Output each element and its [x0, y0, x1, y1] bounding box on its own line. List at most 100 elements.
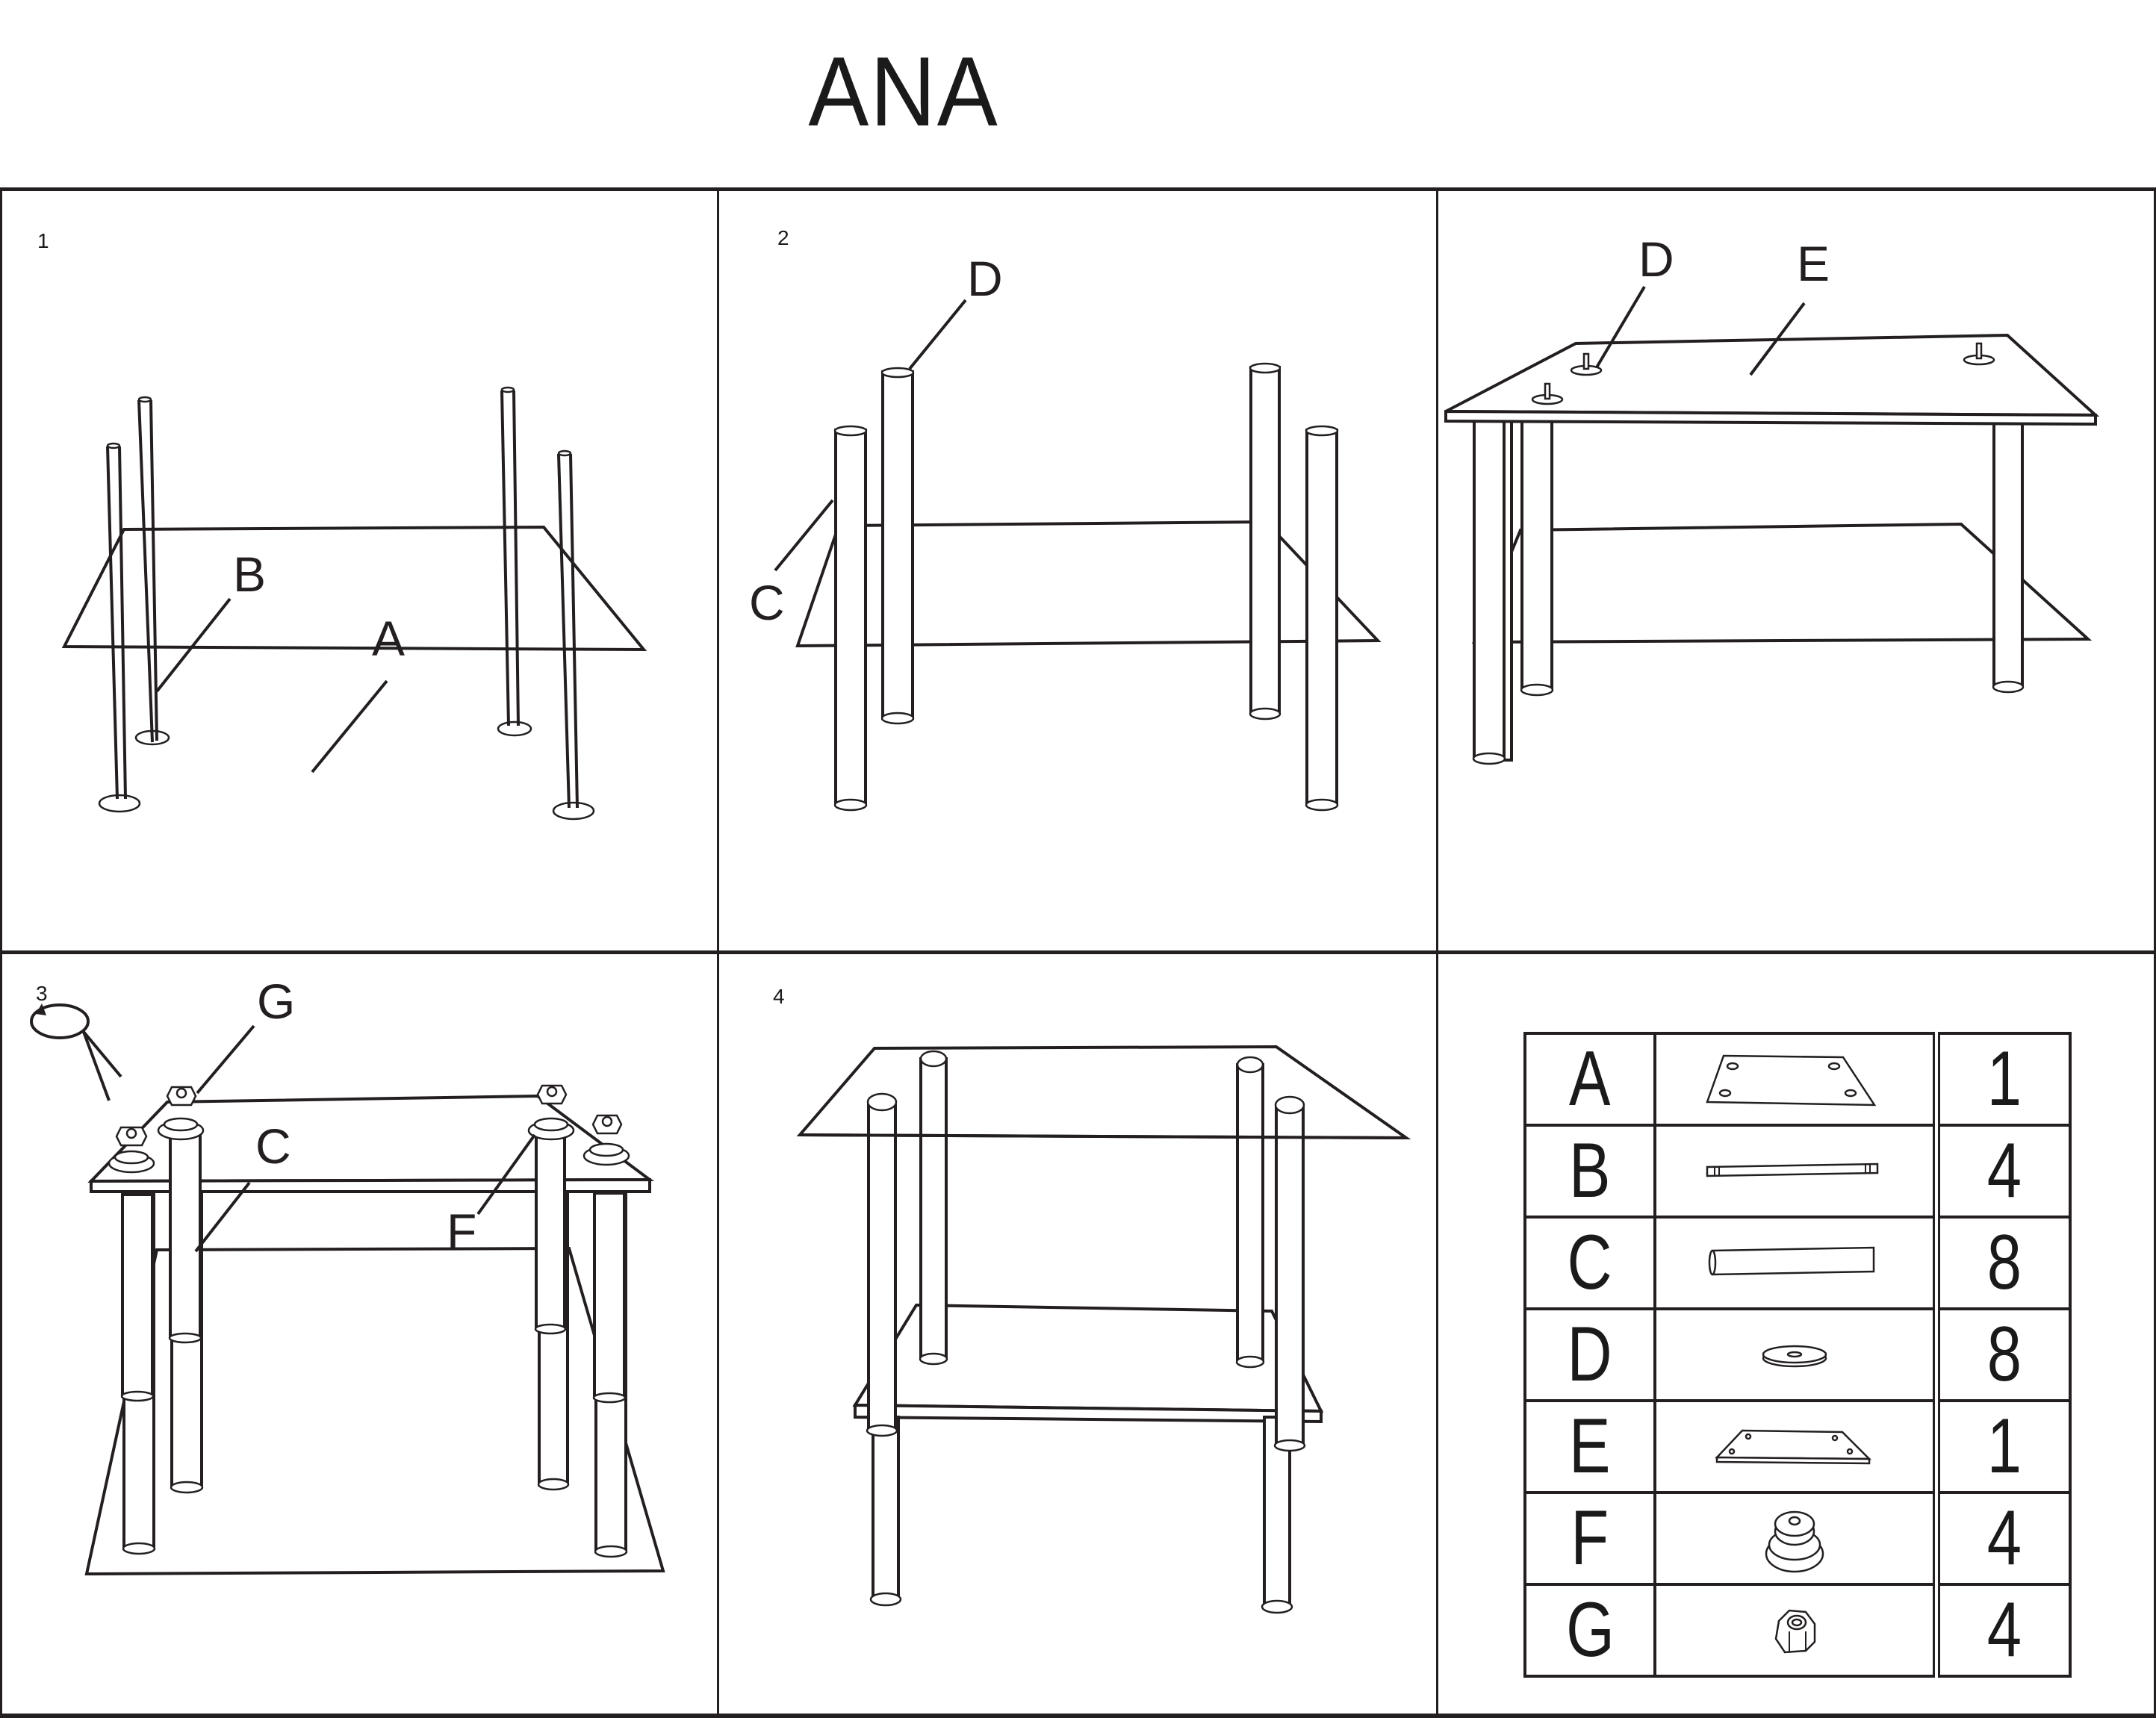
part-letter: G	[1523, 1583, 1656, 1678]
callout-label-f: F	[447, 1204, 476, 1259]
callout-leader-g	[196, 1024, 255, 1095]
step-1-illustration: B A	[61, 386, 647, 821]
parts-row: D 8	[1523, 1307, 2072, 1402]
leg-lower	[869, 1416, 902, 1607]
part-quantity: 4	[1933, 1583, 2072, 1678]
parts-row: C 8	[1523, 1216, 2072, 1310]
washer-bolt	[1531, 382, 1564, 405]
hex-nut	[591, 1114, 623, 1135]
leg-tube-upper	[592, 1192, 627, 1404]
leg-tube-front-right	[1305, 425, 1339, 812]
leg-tube-back-left	[880, 367, 915, 725]
leg-tube-upper	[534, 1129, 567, 1335]
leg-tube-icon	[1653, 1216, 1938, 1310]
leg-upper-back	[1235, 1056, 1265, 1369]
callout-label-d: D	[1638, 231, 1674, 287]
parts-row: A 1	[1523, 1032, 2072, 1127]
callout-label-e: E	[1797, 236, 1830, 291]
grid-top-border	[0, 187, 2156, 191]
grid-bottom-border	[0, 1714, 2156, 1718]
step-number: 1	[37, 229, 49, 252]
glass-support-cap-icon	[1653, 1491, 1938, 1586]
washer-bolt	[1963, 342, 1995, 366]
middle-shelf-icon	[1653, 1399, 1938, 1494]
step-2-illustration: D C	[749, 251, 1382, 812]
leg-tube-upper	[168, 1130, 202, 1344]
step-4-illustration	[796, 1045, 1411, 1614]
grid-middle-border	[0, 950, 2156, 954]
parts-list-table: A 1 B 4 C 8 D 8 E	[1523, 1032, 2072, 1678]
threaded-rod-back-right	[497, 386, 532, 737]
leg-upper-front	[866, 1092, 898, 1437]
callout-leader-a	[311, 679, 388, 774]
parts-row: G 4	[1523, 1583, 2072, 1678]
glass-base-a	[84, 1246, 665, 1576]
part-quantity: 4	[1933, 1124, 2072, 1219]
glass-support-cap	[108, 1150, 155, 1174]
callout-leader-e	[1749, 302, 1806, 376]
hex-nut	[115, 1126, 148, 1147]
washer-bolt	[1570, 352, 1603, 376]
part-quantity: 8	[1933, 1307, 2072, 1402]
part-quantity: 4	[1933, 1491, 2072, 1586]
threaded-rod-back-left	[134, 396, 170, 746]
part-quantity: 8	[1933, 1216, 2072, 1310]
threaded-rod-front-left	[98, 442, 141, 813]
leg-upper-back	[919, 1050, 948, 1366]
threaded-rod-front-right	[552, 449, 595, 821]
part-letter: C	[1523, 1216, 1656, 1310]
step-panel-2b: D E	[1438, 191, 2154, 950]
hex-nut	[166, 1086, 197, 1107]
leg-tube-front-left	[833, 425, 868, 812]
callout-leader-rotate	[82, 1031, 111, 1101]
callout-leader-c	[774, 499, 834, 572]
step-number: 2	[777, 226, 789, 249]
glass-bottom-shelf-icon	[1653, 1032, 1938, 1127]
glass-support-cap	[527, 1117, 575, 1141]
callout-label-a: A	[372, 611, 405, 666]
document-title: ANA	[808, 37, 999, 146]
step-number: 4	[773, 985, 785, 1008]
threaded-rod-icon	[1653, 1124, 1938, 1219]
part-quantity: 1	[1933, 1032, 2072, 1127]
callout-leader-c	[194, 1181, 251, 1253]
leg-tube-upper	[120, 1193, 155, 1402]
callout-label-c: C	[749, 575, 785, 630]
washer-icon	[1653, 1307, 1938, 1402]
step-3-illustration: G C F	[30, 974, 665, 1576]
step-panel-2: 2 D C	[719, 191, 1436, 950]
grid-left-border	[0, 187, 2, 1718]
step-panel-1: 1 B A	[0, 191, 717, 950]
part-letter: E	[1523, 1399, 1656, 1494]
grid-right-border	[2154, 187, 2156, 1718]
callout-leader-f	[476, 1133, 536, 1216]
leg-upper-front	[1273, 1095, 1306, 1452]
callout-leader-d	[1595, 285, 1646, 369]
part-letter: D	[1523, 1307, 1656, 1402]
callout-label-g: G	[257, 974, 295, 1029]
part-quantity: 1	[1933, 1399, 2072, 1494]
middle-shelf-e-edge	[1444, 409, 2097, 426]
callout-label-b: B	[233, 547, 266, 602]
step-panel-3: 3	[0, 954, 717, 1714]
part-letter: F	[1523, 1491, 1656, 1586]
part-letter: B	[1523, 1124, 1656, 1219]
grid-divider-1	[717, 187, 719, 1718]
glass-support-cap	[583, 1142, 630, 1166]
glass-support-cap	[157, 1117, 205, 1141]
callout-leader-rotate	[82, 1030, 122, 1078]
part-letter: A	[1523, 1032, 1656, 1127]
leg-tube-back-right	[1249, 362, 1282, 720]
step-2b-illustration: D E	[1444, 231, 2100, 765]
hex-nut-icon	[1653, 1583, 1938, 1678]
glass-base-a	[61, 525, 647, 652]
callout-leader-b	[155, 597, 232, 693]
step-number: 3	[36, 982, 48, 1005]
glass-base-a	[795, 520, 1382, 648]
rotate-arrow-icon	[30, 1003, 90, 1039]
hex-nut	[536, 1084, 568, 1105]
callout-label-d: D	[967, 251, 1003, 306]
callout-leader-d	[908, 299, 967, 370]
callout-label-c: C	[255, 1118, 291, 1174]
parts-row: B 4	[1523, 1124, 2072, 1219]
